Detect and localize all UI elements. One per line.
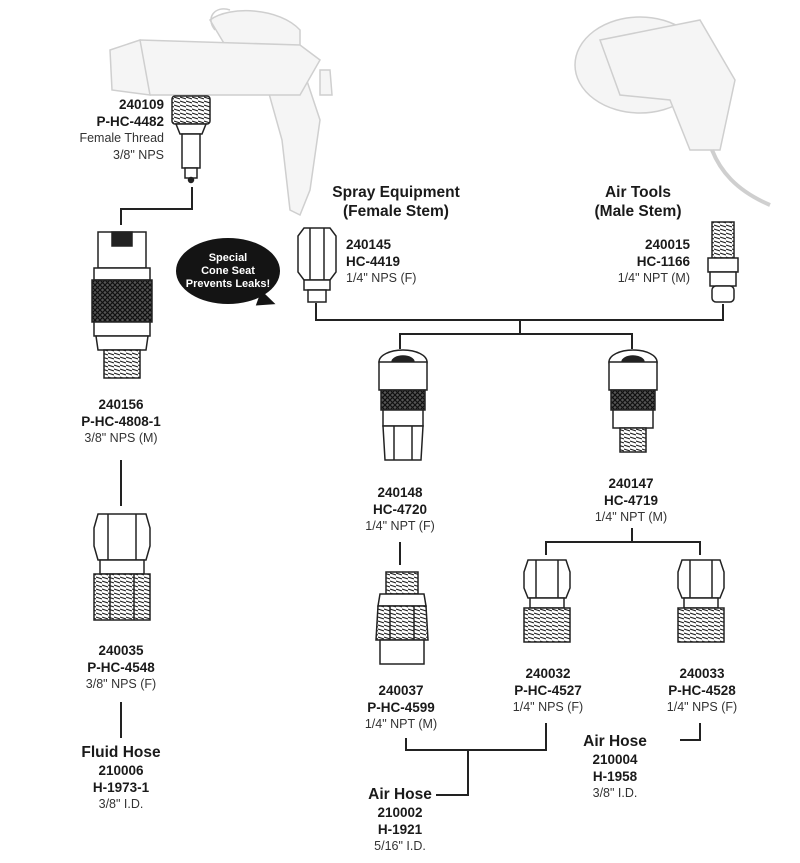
part-code: P-HC-4528: [668, 683, 736, 698]
part-size: 3/8" NPS: [113, 148, 164, 162]
hose-code: H-1958: [592, 769, 638, 784]
header-air-tools: Air Tools (Male Stem): [586, 183, 690, 221]
fitting-240035-image: [93, 513, 151, 621]
part-number: 240035: [98, 643, 144, 658]
hose-size: 5/16" I.D.: [374, 839, 426, 853]
hose-title: Air Hose: [368, 786, 432, 803]
header-title: Spray Equipment: [332, 184, 460, 201]
part-size: 1/4" NPT (M): [594, 510, 668, 524]
part-number: 240147: [608, 476, 654, 491]
air-sander-image: [574, 16, 771, 207]
fitting-240032-image: [523, 559, 571, 643]
part-code: HC-4720: [372, 502, 428, 517]
part-number: 240145: [346, 237, 392, 252]
label-240032: 240032 P-HC-4527 1/4" NPS (F): [502, 665, 594, 716]
label-240015: 240015 HC-1166 1/4" NPT (M): [600, 236, 690, 287]
label-240148: 240148 HC-4720 1/4" NPT (F): [355, 484, 445, 535]
part-code: P-HC-4808-1: [81, 414, 161, 429]
label-240037: 240037 P-HC-4599 1/4" NPT (M): [353, 682, 449, 733]
part-size: 1/4" NPT (M): [364, 717, 438, 731]
label-air-hose-210002: Air Hose 210002 H-1921 5/16" I.D.: [358, 785, 442, 855]
cone-seat-badge: Special Cone Seat Prevents Leaks!: [176, 238, 280, 312]
part-code: P-HC-4548: [87, 660, 155, 675]
hose-code: H-1921: [377, 822, 423, 837]
hose-number: 210004: [592, 752, 638, 767]
part-code: HC-4719: [603, 493, 659, 508]
spray-gun-image: [109, 8, 333, 217]
fitting-240147-image: [608, 349, 658, 453]
part-code: HC-1166: [636, 254, 690, 269]
label-240147: 240147 HC-4719 1/4" NPT (M): [585, 475, 677, 526]
part-number: 240015: [644, 237, 690, 252]
hose-code: H-1973-1: [92, 780, 150, 795]
part-code: P-HC-4527: [514, 683, 582, 698]
hose-title: Air Hose: [583, 733, 647, 750]
connector-lines: [120, 187, 724, 796]
part-size: 3/8" NPS (F): [85, 677, 157, 691]
part-number: 240148: [377, 485, 423, 500]
fitting-240037-image: [375, 571, 429, 665]
header-subtitle: (Female Stem): [343, 203, 449, 220]
hose-size: 3/8" I.D.: [592, 786, 638, 800]
part-number: 240156: [98, 397, 144, 412]
badge-line: Prevents Leaks!: [185, 277, 271, 290]
fitting-240156-image: [91, 231, 153, 379]
header-subtitle: (Male Stem): [594, 203, 682, 220]
part-code: HC-4419: [346, 254, 401, 269]
part-size: 1/4" NPS (F): [666, 700, 738, 714]
fitting-240109-image: [171, 95, 211, 184]
part-number: 240032: [525, 666, 571, 681]
header-spray-equipment: Spray Equipment (Female Stem): [330, 183, 462, 221]
hose-title: Fluid Hose: [81, 744, 161, 761]
label-fluid-hose: Fluid Hose 210006 H-1973-1 3/8" I.D.: [66, 743, 176, 813]
label-240145: 240145 HC-4419 1/4" NPS (F): [346, 236, 436, 287]
label-240109: 240109 P-HC-4482 Female Thread 3/8" NPS: [70, 96, 164, 164]
badge-line: Special: [208, 251, 248, 264]
fitting-240145-image: [297, 227, 337, 303]
fitting-240033-image: [677, 559, 725, 643]
part-desc: Female Thread: [79, 131, 164, 145]
part-number: 240037: [378, 683, 424, 698]
fitting-240015-image: [707, 221, 739, 303]
hose-size: 3/8" I.D.: [98, 797, 144, 811]
header-title: Air Tools: [604, 184, 672, 201]
part-size: 1/4" NPT (M): [617, 271, 690, 285]
part-code: P-HC-4599: [367, 700, 435, 715]
part-size: 1/4" NPT (F): [365, 519, 435, 533]
part-number: 240033: [679, 666, 725, 681]
label-240035: 240035 P-HC-4548 3/8" NPS (F): [76, 642, 166, 693]
label-air-hose-210004: Air Hose 210004 H-1958 3/8" I.D.: [571, 732, 659, 802]
hose-number: 210002: [377, 805, 423, 820]
part-size: 1/4" NPS (F): [512, 700, 584, 714]
hose-number: 210006: [98, 763, 144, 778]
part-size: 3/8" NPS (M): [84, 431, 158, 445]
fitting-240148-image: [378, 349, 428, 461]
part-code: P-HC-4482: [96, 114, 164, 129]
label-240033: 240033 P-HC-4528 1/4" NPS (F): [656, 665, 748, 716]
label-240156: 240156 P-HC-4808-1 3/8" NPS (M): [66, 396, 176, 447]
part-number: 240109: [118, 97, 164, 112]
badge-line: Cone Seat: [201, 264, 255, 277]
part-size: 1/4" NPS (F): [346, 271, 417, 285]
